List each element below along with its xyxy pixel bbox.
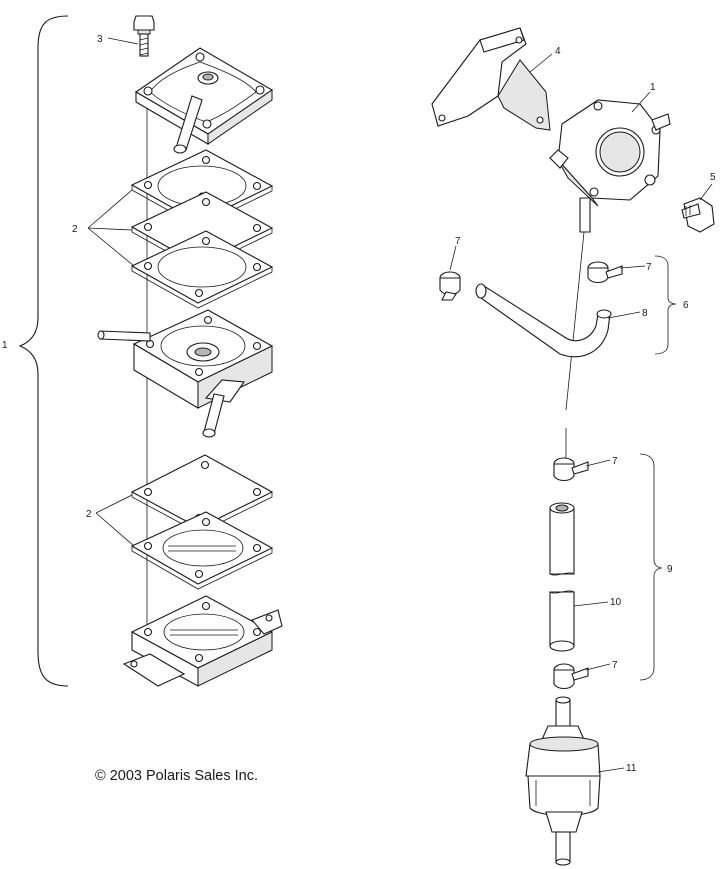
leader-2c xyxy=(87,227,135,267)
leader-1-right xyxy=(631,91,651,113)
callout-clamp-left: 7 xyxy=(455,236,461,247)
clamp-mid-part xyxy=(553,457,589,482)
leader-7-left xyxy=(449,245,457,271)
callout-bracket: 4 xyxy=(555,46,561,57)
callout-pump-body: 1 xyxy=(650,82,656,93)
gasket-upper-3 xyxy=(130,230,274,309)
leader-4 xyxy=(529,53,553,73)
callout-gaskets-upper: 2 xyxy=(72,224,78,235)
fuel-filter-part xyxy=(525,696,601,866)
callout-screw: 5 xyxy=(710,172,716,183)
hose-segment-top xyxy=(549,502,575,576)
bolt-part xyxy=(133,15,155,57)
leader-11 xyxy=(597,767,625,773)
screw-part xyxy=(681,197,715,233)
clamp-upper-part xyxy=(587,261,623,284)
callout-hose-kit-upper: 6 xyxy=(683,300,689,311)
leader-2a xyxy=(87,189,133,229)
leader-7-upper xyxy=(619,265,646,269)
callout-filter: 11 xyxy=(626,763,637,774)
brace-9 xyxy=(639,453,663,681)
leader-7-mid xyxy=(585,459,611,467)
leader-2e xyxy=(95,512,135,547)
callout-bolt: 3 xyxy=(97,34,103,45)
copyright-text: © 2003 Polaris Sales Inc. xyxy=(95,768,258,784)
leader-2d xyxy=(95,494,133,514)
callout-gaskets-lower: 2 xyxy=(86,509,92,520)
pump-body-center xyxy=(97,309,274,438)
gasket-lower-2 xyxy=(130,511,274,590)
callout-hose-straight: 10 xyxy=(610,597,622,608)
fuel-line-upper xyxy=(565,231,585,411)
callout-hose-kit-lower: 9 xyxy=(667,564,673,575)
leader-2b xyxy=(87,227,133,231)
fuel-pump-body-part xyxy=(549,99,671,233)
callout-clamp-lower: 7 xyxy=(612,660,618,671)
leader-8 xyxy=(607,311,641,319)
clamp-lower-part xyxy=(553,663,589,690)
brace-6 xyxy=(654,255,677,355)
leader-7-lower xyxy=(585,663,611,671)
mounting-bracket-part xyxy=(431,27,551,131)
leader-3 xyxy=(107,37,139,45)
leader-10 xyxy=(573,601,609,607)
clamp-left-part xyxy=(439,271,461,301)
callout-assembly-left: 1 xyxy=(2,340,8,351)
callout-hose-bent: 8 xyxy=(642,308,648,319)
callout-clamp-upper: 7 xyxy=(646,262,652,273)
gasket-lower-1 xyxy=(130,454,274,534)
straight-hose-part xyxy=(549,590,575,652)
callout-clamp-mid: 7 xyxy=(612,456,618,467)
leader-5 xyxy=(699,183,713,201)
assembly-brace xyxy=(18,15,69,687)
pump-cover-part xyxy=(134,47,274,154)
bent-hose-part xyxy=(475,283,612,358)
pump-base-part xyxy=(122,595,283,687)
